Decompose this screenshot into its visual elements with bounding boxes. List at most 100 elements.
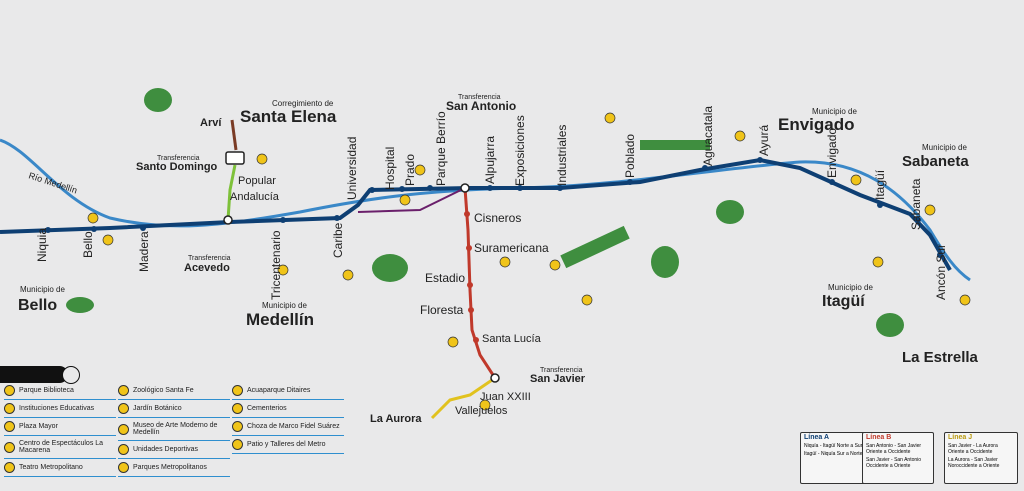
- transfer-san-javier: [490, 373, 500, 383]
- legend-label: Teatro Metropolitano: [19, 464, 83, 471]
- legend-label: Plaza Mayor: [19, 423, 58, 430]
- poi-icons: [87, 112, 971, 411]
- legend-label: Unidades Deportivas: [133, 446, 198, 453]
- poi-icon: [734, 130, 746, 142]
- legend-col-1: Parque Biblioteca Instituciones Educativ…: [4, 382, 116, 477]
- station-industriales: Industriales: [555, 125, 569, 186]
- poi-icon: [414, 164, 426, 176]
- line-h: [357, 187, 466, 213]
- station-bello: Bello: [81, 231, 95, 258]
- poi-icon: [447, 336, 459, 348]
- legend-bar-knob: [62, 366, 80, 384]
- station-dot: [915, 217, 921, 223]
- municipio-medellin-label: Municipio de: [262, 301, 307, 310]
- san-antonio-label: San Antonio: [446, 99, 516, 113]
- legend-label: Parques Metropolitanos: [133, 464, 207, 471]
- poi-icon: [479, 399, 491, 411]
- station-caribe: Caribe: [331, 222, 345, 258]
- legend-item: Centro de Espectáculos La Macarena: [4, 436, 116, 459]
- line-b-row: San Javier - San Antonio Occidente a Ori…: [866, 457, 922, 469]
- station-dots-b: [464, 211, 479, 343]
- station-dot: [757, 157, 763, 163]
- transfer-label: Transferencia: [188, 255, 231, 262]
- line-j: [430, 376, 496, 420]
- line-a-title: Línea A: [804, 434, 830, 441]
- station-dot: [45, 227, 51, 233]
- legend-item: Unidades Deportivas: [118, 441, 230, 459]
- park: [716, 200, 744, 224]
- line-j-title: Línea J: [948, 434, 973, 441]
- park: [651, 246, 679, 278]
- legend-col-2: Zoológico Santa Fe Jardín Botánico Museo…: [118, 382, 230, 477]
- zoo-icon: [118, 385, 129, 396]
- legend-item: Cementerios: [232, 400, 344, 418]
- transfer-acevedo: [223, 215, 233, 225]
- park: [372, 254, 408, 282]
- station-dot: [557, 185, 563, 191]
- municipio-envigado-label: Municipio de: [812, 107, 857, 116]
- corregimiento-label: Corregimiento de: [272, 99, 334, 108]
- station-la-aurora: La Aurora: [370, 413, 422, 425]
- acevedo-label: Acevedo: [184, 262, 230, 274]
- legend-item: Jardín Botánico: [118, 400, 230, 418]
- poi-icon: [549, 259, 561, 271]
- station-dot: [702, 165, 708, 171]
- transfer-san-antonio: [460, 183, 470, 193]
- waterpark-icon: [232, 385, 243, 396]
- legend-label: Patio y Talleres del Metro: [247, 441, 326, 448]
- legend-item: Teatro Metropolitano: [4, 459, 116, 477]
- station-dot: [466, 245, 472, 251]
- station-floresta: Floresta: [420, 303, 464, 317]
- poi-icon: [277, 264, 289, 276]
- station-cisneros: Cisneros: [474, 211, 521, 225]
- station-dots: [45, 157, 943, 258]
- station-prado: Prado: [403, 154, 417, 186]
- poi-icon: [399, 194, 411, 206]
- cemetery-icon: [232, 403, 243, 414]
- station-sabaneta: Sabaneta: [909, 178, 923, 230]
- station-popular: Popular: [238, 175, 276, 187]
- station-parque-berrio: Parque Berrío: [434, 111, 448, 186]
- transfer-label: Transferencia: [540, 367, 583, 374]
- depot-icon: [232, 439, 243, 450]
- station-poblado: Poblado: [623, 134, 637, 178]
- station-dot: [829, 179, 835, 185]
- envigado-label: Envigado: [778, 115, 855, 134]
- line-a-row: Niquía - Itagüí Norte a Sur: [804, 443, 863, 449]
- municipio-bello-label: Municipio de: [20, 285, 65, 294]
- station-exposiciones: Exposiciones: [513, 115, 527, 186]
- theater-icon: [4, 462, 15, 473]
- legend-label: Zoológico Santa Fe: [133, 387, 194, 394]
- legend-item: Acuaparque Ditaires: [232, 382, 344, 400]
- legend-item: Museo de Arte Moderno de Medellín: [118, 418, 230, 441]
- park: [640, 140, 710, 150]
- garden-icon: [118, 403, 129, 414]
- station-ayura: Ayurá: [757, 125, 771, 156]
- line-j-row: La Aurora - San Javier Noroccidente a Or…: [948, 457, 1000, 469]
- legend: Parque Biblioteca Instituciones Educativ…: [0, 382, 350, 491]
- station-hospital: Hospital: [383, 147, 397, 190]
- santa-elena-label: Santa Elena: [240, 107, 337, 126]
- sabaneta-label: Sabaneta: [902, 153, 969, 170]
- school-icon: [4, 403, 15, 414]
- san-javier-label: San Javier: [530, 373, 586, 385]
- poi-icon: [959, 294, 971, 306]
- station-niquia: Niquia: [35, 228, 49, 262]
- poi-icon: [581, 294, 593, 306]
- poi-icon: [924, 204, 936, 216]
- legend-label: Acuaparque Ditaires: [247, 387, 311, 394]
- legend-col-3: Acuaparque Ditaires Cementerios Choza de…: [232, 382, 344, 454]
- park: [876, 313, 904, 337]
- line-b-box: Línea B San Antonio - San Javier Oriente…: [862, 432, 934, 484]
- station-dot: [140, 225, 146, 231]
- municipio-sabaneta-label: Municipio de: [922, 143, 967, 152]
- station-alpujarra: Alpujarra: [483, 136, 497, 184]
- line-b-row: San Antonio - San Javier Oriente a Occid…: [866, 443, 922, 455]
- station-dot: [473, 337, 479, 343]
- municipio-itagui-label: Municipio de: [828, 283, 873, 292]
- legend-label: Museo de Arte Moderno de Medellín: [133, 422, 218, 436]
- parks: [66, 88, 904, 337]
- station-santa-lucia: Santa Lucía: [482, 333, 542, 345]
- legend-label: Parque Biblioteca: [19, 387, 74, 394]
